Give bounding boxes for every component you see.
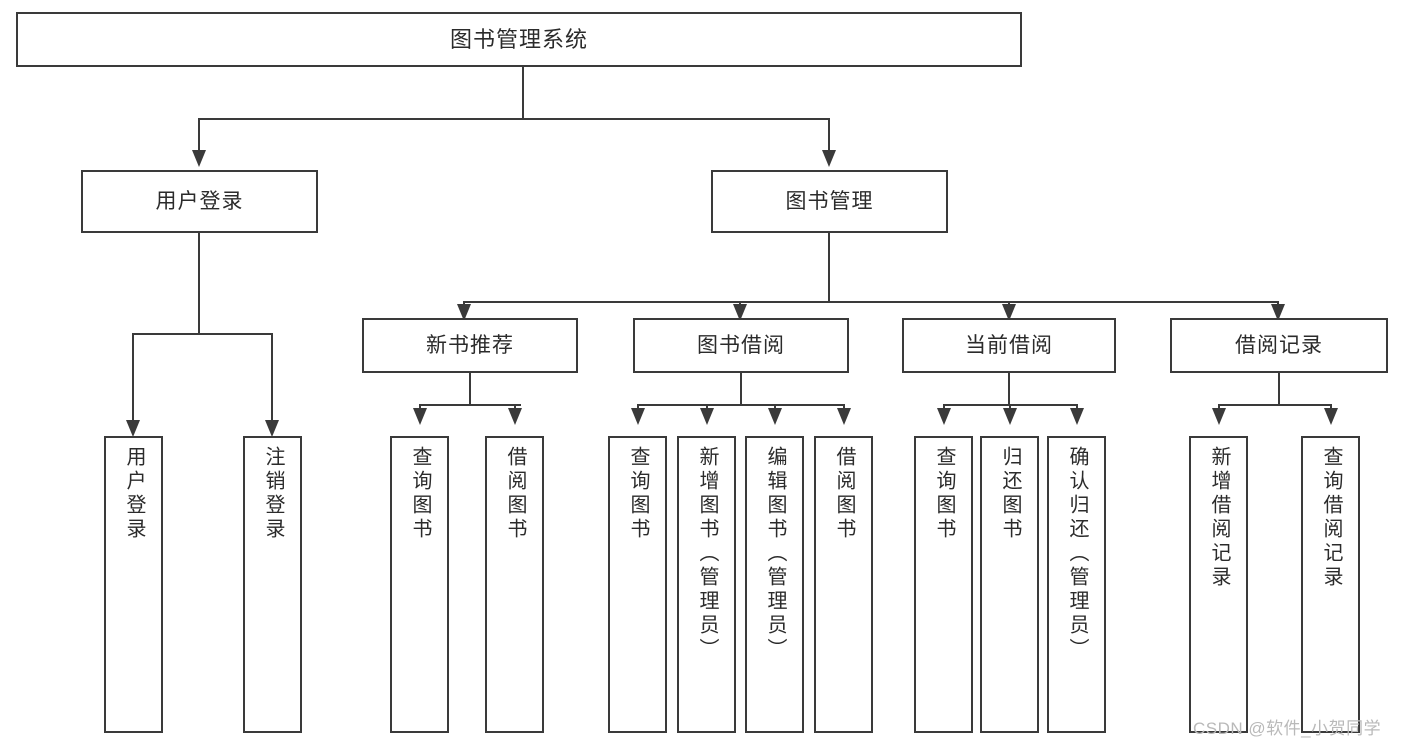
- connector-borrow-record-bar: [1218, 404, 1332, 406]
- arrow-user-login-leaf-1: [126, 420, 140, 437]
- node-user-login[interactable]: 用户登录: [81, 170, 318, 233]
- node-label: 当前借阅: [965, 334, 1053, 357]
- connector-borrow-record-stem: [1278, 373, 1280, 405]
- arrow-bm-to-new-book: [457, 304, 471, 321]
- arrow-current-borrow-leaf-1: [937, 408, 951, 425]
- arrow-current-borrow-leaf-2: [1003, 408, 1017, 425]
- node-new-book-recommendation[interactable]: 新书推荐: [362, 318, 578, 373]
- leaf-label: 确认归还（管理员）: [1066, 446, 1088, 662]
- connector-book-management-bar: [463, 301, 1277, 303]
- arrow-new-book-leaf-2: [508, 408, 522, 425]
- connector-root-stem: [522, 67, 524, 119]
- node-label: 图书管理: [785, 190, 874, 213]
- leaf-label: 用户登录: [123, 446, 145, 542]
- leaf-borrow-record-query[interactable]: 查询借阅记录: [1301, 436, 1360, 733]
- leaf-new-book-query[interactable]: 查询图书: [390, 436, 449, 733]
- leaf-current-borrow-confirm-return[interactable]: 确认归还（管理员）: [1047, 436, 1106, 733]
- node-label: 新书推荐: [426, 334, 514, 357]
- leaf-label: 新增借阅记录: [1208, 446, 1230, 590]
- node-root-book-management-system[interactable]: 图书管理系统: [16, 12, 1022, 67]
- node-label: 借阅记录: [1235, 334, 1323, 357]
- node-borrowing-record[interactable]: 借阅记录: [1170, 318, 1388, 373]
- leaf-label: 新增图书（管理员）: [696, 446, 718, 662]
- leaf-book-borrow-borrow[interactable]: 借阅图书: [814, 436, 873, 733]
- leaf-label: 查询借阅记录: [1320, 446, 1342, 590]
- leaf-label: 归还图书: [999, 446, 1021, 542]
- connector-book-management-stem: [828, 233, 830, 302]
- leaf-label: 查询图书: [627, 446, 649, 542]
- connector-root-to-user-login: [198, 118, 200, 152]
- arrow-book-borrow-leaf-3: [768, 408, 782, 425]
- leaf-user-login-login[interactable]: 用户登录: [104, 436, 163, 733]
- connector-book-borrow-stem: [740, 373, 742, 405]
- node-book-borrowing[interactable]: 图书借阅: [633, 318, 849, 373]
- csdn-watermark: CSDN @软件_小贺同学: [1193, 719, 1382, 738]
- connector-book-borrow-bar: [637, 404, 845, 406]
- leaf-new-book-borrow[interactable]: 借阅图书: [485, 436, 544, 733]
- leaf-label: 借阅图书: [833, 446, 855, 542]
- node-current-borrowing[interactable]: 当前借阅: [902, 318, 1116, 373]
- leaf-label: 查询图书: [933, 446, 955, 542]
- arrow-user-login-leaf-2: [265, 420, 279, 437]
- connector-user-login-left: [132, 333, 134, 423]
- arrow-book-borrow-leaf-2: [700, 408, 714, 425]
- arrow-root-to-book-management: [822, 150, 836, 167]
- connector-user-login-right: [271, 333, 273, 423]
- arrow-current-borrow-leaf-3: [1070, 408, 1084, 425]
- node-label: 图书管理系统: [449, 26, 588, 52]
- leaf-borrow-record-add[interactable]: 新增借阅记录: [1189, 436, 1248, 733]
- node-label: 用户登录: [155, 190, 244, 213]
- arrow-root-to-user-login: [192, 150, 206, 167]
- leaf-book-borrow-add[interactable]: 新增图书（管理员）: [677, 436, 736, 733]
- leaf-book-borrow-edit[interactable]: 编辑图书（管理员）: [745, 436, 804, 733]
- leaf-label: 编辑图书（管理员）: [764, 446, 786, 662]
- arrow-bm-to-book-borrow: [733, 304, 747, 321]
- connector-new-book-bar: [419, 404, 521, 406]
- leaf-current-borrow-return[interactable]: 归还图书: [980, 436, 1039, 733]
- arrow-book-borrow-leaf-4: [837, 408, 851, 425]
- arrow-new-book-leaf-1: [413, 408, 427, 425]
- node-book-management[interactable]: 图书管理: [711, 170, 948, 233]
- connector-root-to-book-management: [828, 118, 830, 152]
- arrow-borrow-record-leaf-1: [1212, 408, 1226, 425]
- connector-user-login-bar: [132, 333, 272, 335]
- arrow-borrow-record-leaf-2: [1324, 408, 1338, 425]
- leaf-label: 借阅图书: [504, 446, 526, 542]
- node-label: 图书借阅: [697, 334, 785, 357]
- connector-root-bar: [198, 118, 830, 120]
- leaf-book-borrow-query[interactable]: 查询图书: [608, 436, 667, 733]
- arrow-bm-to-borrow-record: [1271, 304, 1285, 321]
- arrow-book-borrow-leaf-1: [631, 408, 645, 425]
- leaf-label: 注销登录: [262, 446, 284, 542]
- leaf-label: 查询图书: [409, 446, 431, 542]
- connector-current-borrow-stem: [1008, 373, 1010, 405]
- connector-new-book-stem: [469, 373, 471, 405]
- leaf-current-borrow-query[interactable]: 查询图书: [914, 436, 973, 733]
- arrow-bm-to-current-borrow: [1002, 304, 1016, 321]
- leaf-user-login-logout[interactable]: 注销登录: [243, 436, 302, 733]
- connector-user-login-stem: [198, 233, 200, 334]
